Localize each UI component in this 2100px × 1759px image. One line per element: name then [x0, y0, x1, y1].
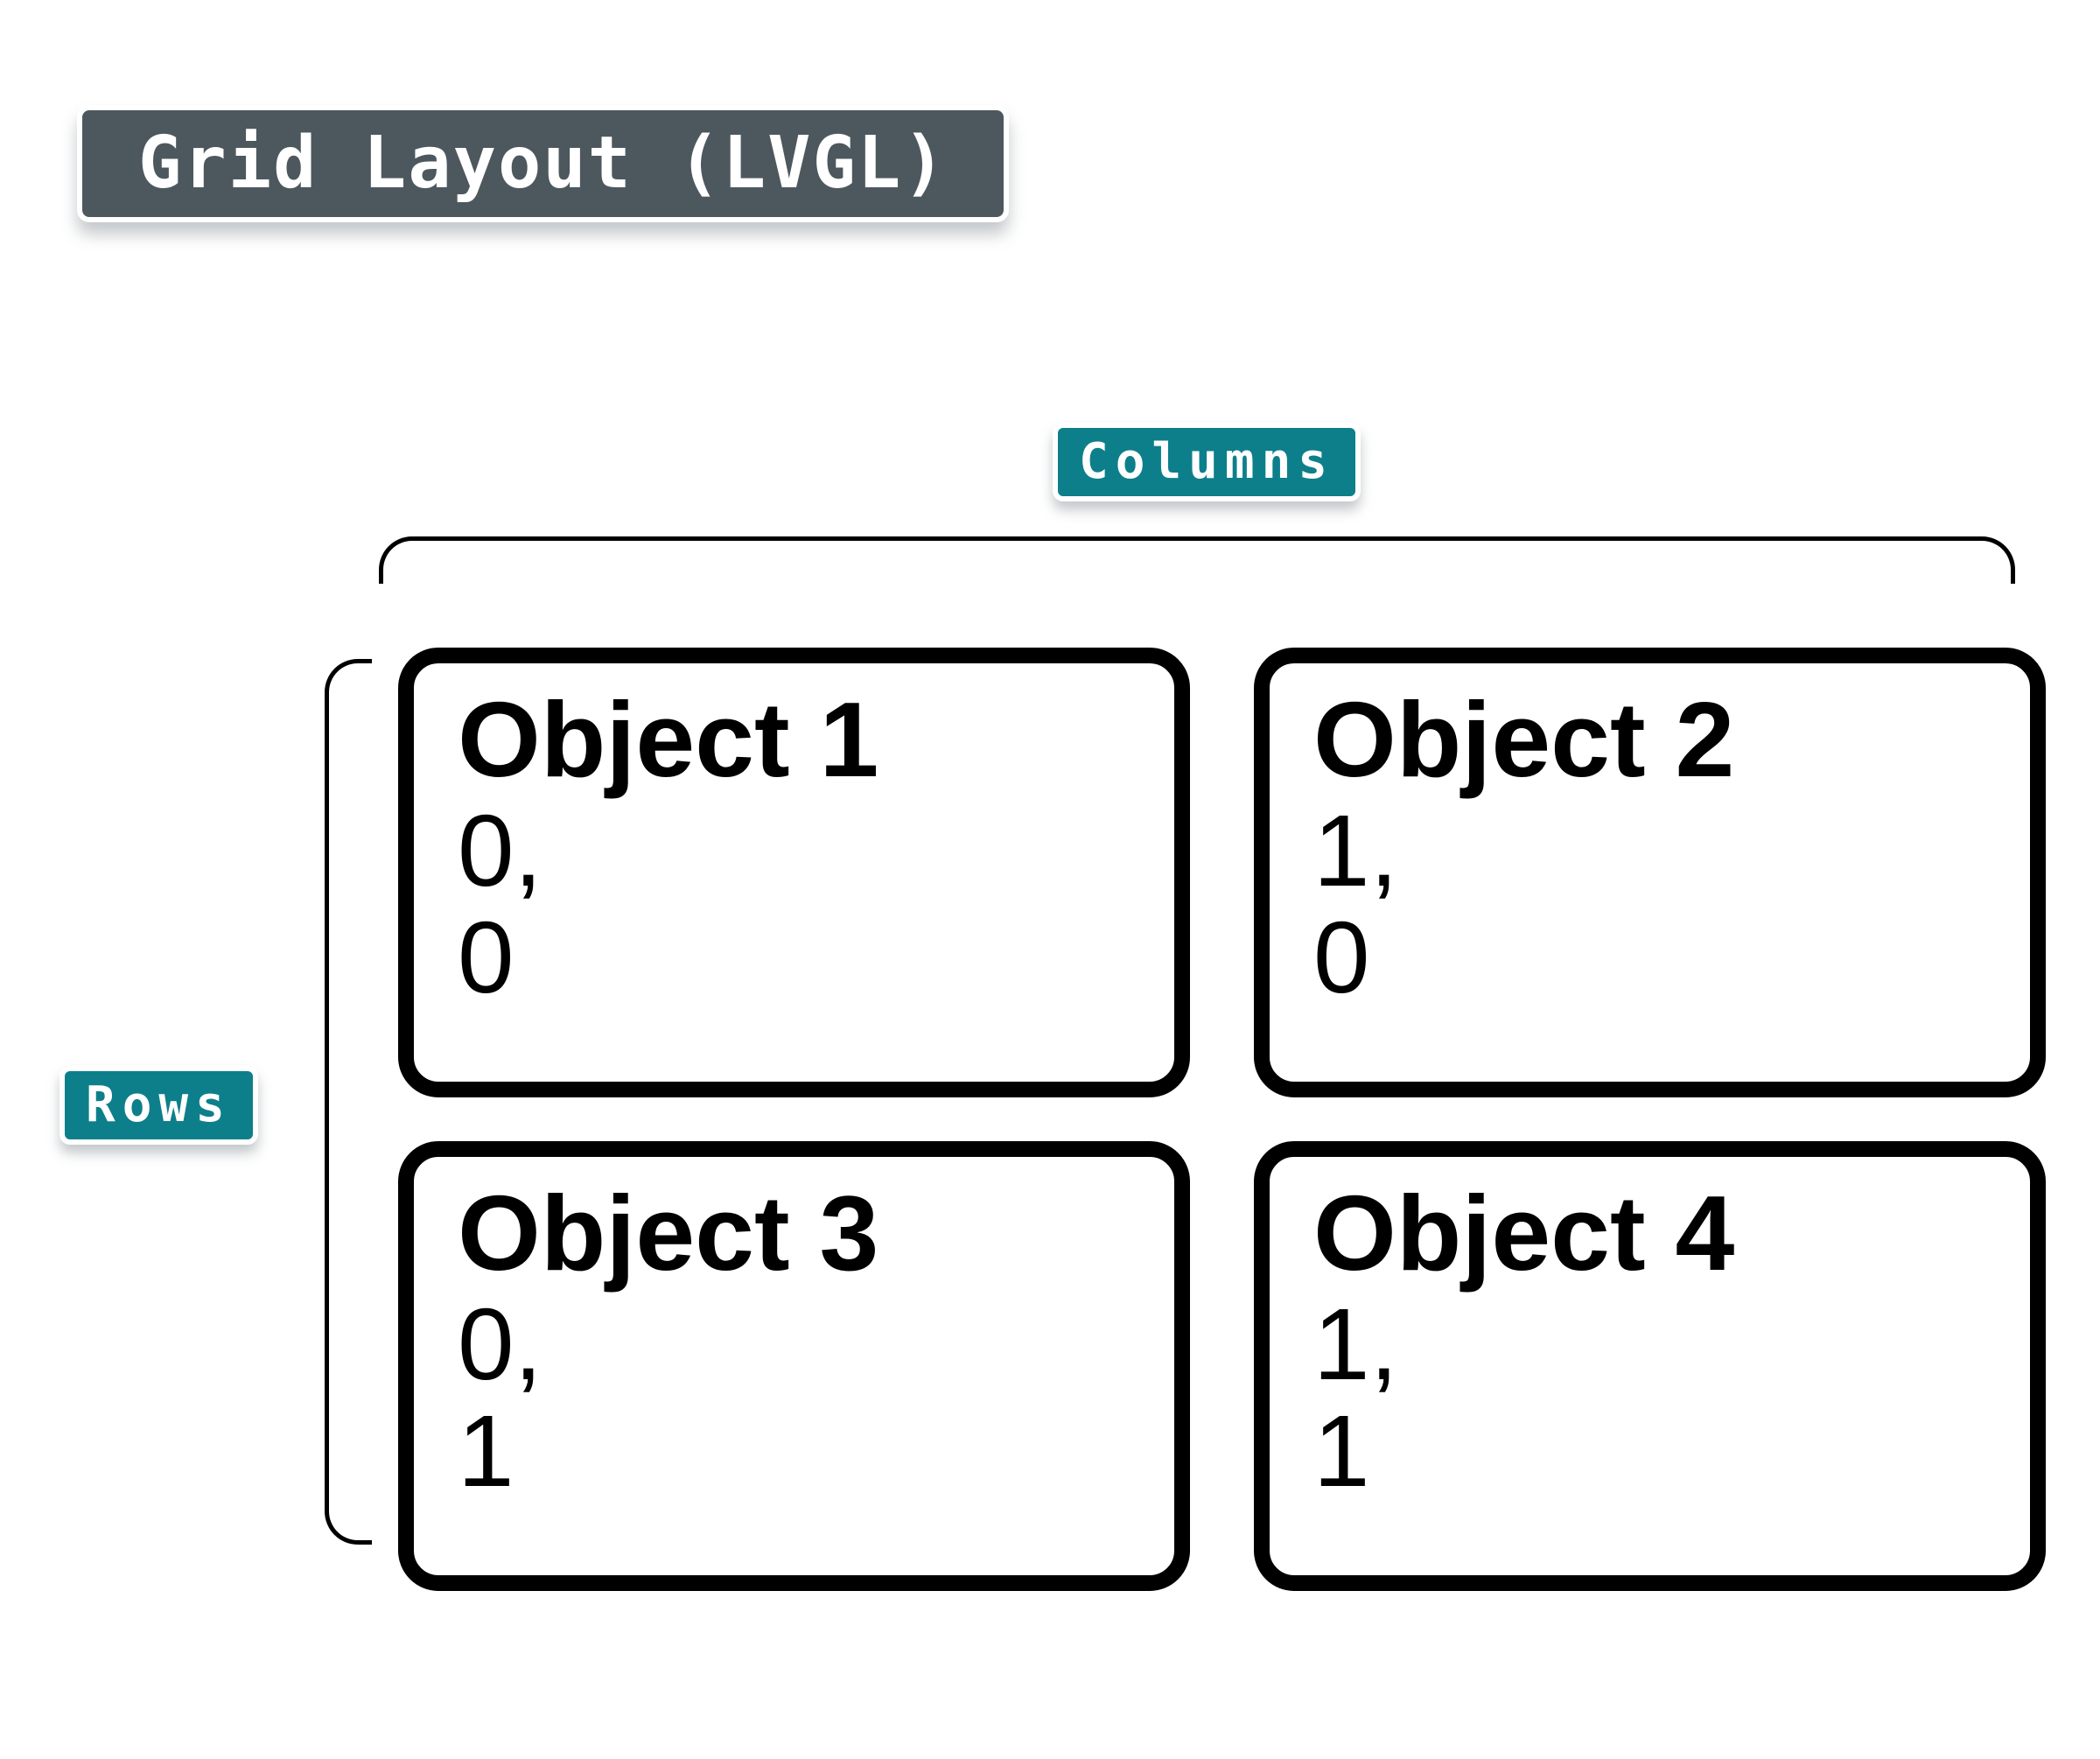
- object-1-name: Object 1: [458, 680, 879, 799]
- rows-badge-label: Rows: [86, 1076, 232, 1133]
- object-4-column-value: 1,: [1313, 1286, 1398, 1401]
- title-badge-label: Grid Layout (LVGL): [138, 122, 948, 205]
- grid-cell-object-4: Object 4 1, 1: [1254, 1141, 2046, 1591]
- grid-cell-object-1: Object 1 0, 0: [398, 648, 1190, 1097]
- object-2-name: Object 2: [1313, 680, 1735, 799]
- object-3-column-value: 0,: [458, 1286, 542, 1401]
- grid-cell-object-2: Object 2 1, 0: [1254, 648, 2046, 1097]
- rows-bracket: [325, 659, 372, 1545]
- object-2-row-value: 0: [1313, 900, 1370, 1014]
- rows-badge: Rows: [60, 1066, 258, 1145]
- object-4-name: Object 4: [1313, 1174, 1735, 1293]
- grid-cell-object-3: Object 3 0, 1: [398, 1141, 1190, 1591]
- object-2-column-value: 1,: [1313, 793, 1398, 908]
- object-3-name: Object 3: [458, 1174, 879, 1293]
- columns-badge-label: Columns: [1079, 433, 1335, 490]
- object-4-row-value: 1: [1313, 1393, 1370, 1508]
- object-1-column-value: 0,: [458, 793, 542, 908]
- object-grid: Object 1 0, 0 Object 2 1, 0 Object 3 0, …: [398, 648, 2046, 1591]
- title-badge: Grid Layout (LVGL): [77, 105, 1009, 222]
- columns-badge: Columns: [1053, 423, 1362, 501]
- columns-bracket: [379, 536, 2015, 584]
- object-3-row-value: 1: [458, 1393, 514, 1508]
- object-1-row-value: 0: [458, 900, 514, 1014]
